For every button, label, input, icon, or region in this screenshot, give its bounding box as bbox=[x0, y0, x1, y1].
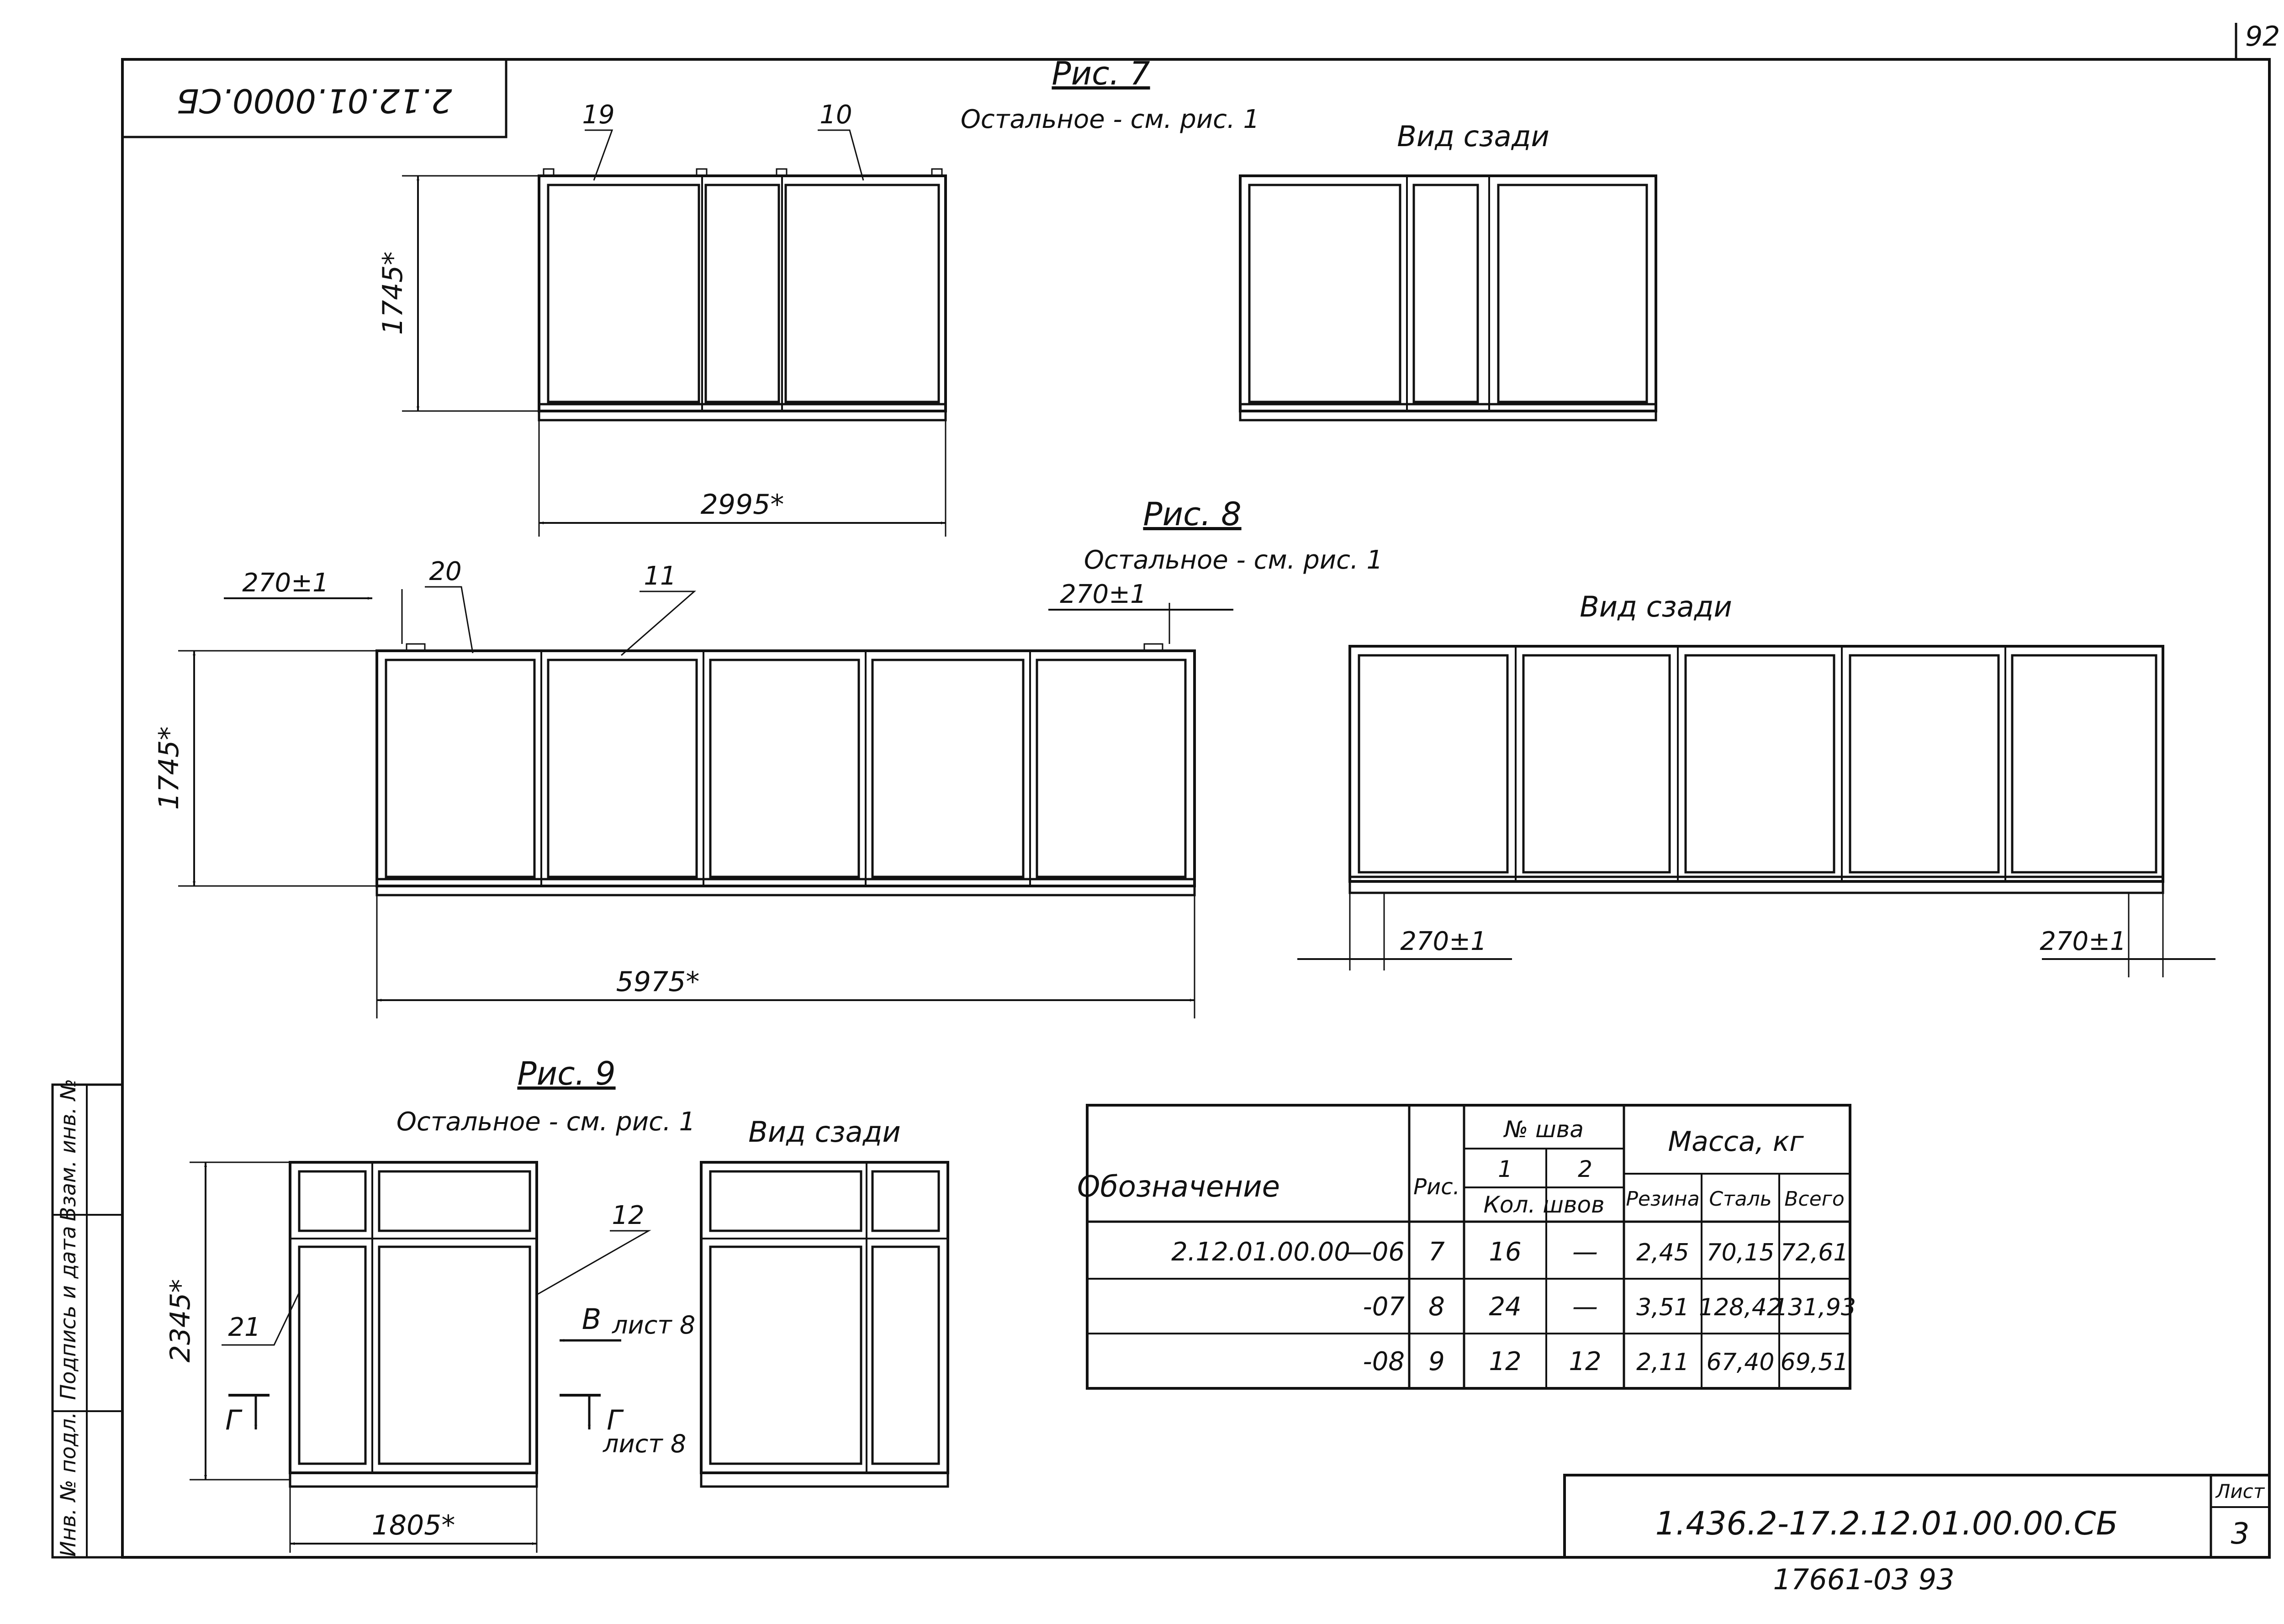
fig9-callout-21: 21 bbox=[228, 1313, 260, 1342]
th-seam-count: Кол. швов bbox=[1483, 1192, 1604, 1218]
fig8-offset-left: 270±1 bbox=[242, 568, 328, 598]
cell-rubber: 3,51 bbox=[1636, 1294, 1689, 1321]
fig9-title: Рис. 9 bbox=[517, 1055, 615, 1092]
doc-code: 1.436.2-17.2.12.01.00.00.СБ bbox=[1655, 1505, 2118, 1542]
fig9-dims: 2345* 1805* 21 12 В лист 8 Г Г лист 8 bbox=[164, 1161, 695, 1553]
table-row: -07 8 24 — 3,51 128,42 131,93 bbox=[1363, 1292, 1856, 1322]
th-rubber: Резина bbox=[1626, 1187, 1699, 1211]
fig9-callout-12: 12 bbox=[612, 1201, 644, 1230]
fig7-front-view bbox=[538, 168, 947, 422]
cell-seam1: 12 bbox=[1489, 1347, 1521, 1376]
th-total: Всего bbox=[1784, 1187, 1844, 1211]
table-row: -08 9 12 12 2,11 67,40 69,51 bbox=[1363, 1347, 1849, 1376]
th-seam-no: № шва bbox=[1503, 1116, 1584, 1143]
fig8-dims: 1745* 5975* 270±1 270±1 20 11 bbox=[153, 557, 1233, 1018]
cell-designation: 2.12.01.00.00 bbox=[1171, 1237, 1350, 1267]
cell-fig: 8 bbox=[1428, 1292, 1445, 1322]
cell-rubber: 2,45 bbox=[1636, 1239, 1689, 1266]
fig9-view-b: В bbox=[582, 1302, 602, 1336]
fig9-section-g-left: Г bbox=[225, 1404, 243, 1436]
fig8-note: Остальное - см. рис. 1 bbox=[1084, 545, 1383, 575]
th-seam-2: 2 bbox=[1578, 1156, 1592, 1182]
fig8-front-view bbox=[375, 643, 1196, 896]
sheet-number: 3 bbox=[2231, 1517, 2250, 1551]
mass-table: Обозначение Рис. № шва 1 2 Кол. швов Мас… bbox=[1077, 1104, 1856, 1390]
cell-suffix: —06 bbox=[1347, 1237, 1405, 1267]
fig7-dims: 1745* 2995* 19 10 bbox=[377, 100, 946, 537]
fig8-callout-20: 20 bbox=[429, 557, 461, 586]
fig9-rear-title: Вид сзади bbox=[748, 1115, 901, 1149]
fig7-title: Рис. 7 bbox=[1052, 55, 1150, 92]
fig9-note: Остальное - см. рис. 1 bbox=[397, 1107, 695, 1137]
fig8-title: Рис. 8 bbox=[1143, 496, 1241, 533]
sheet-label: Лист bbox=[2215, 1480, 2265, 1503]
cell-seam2: 12 bbox=[1569, 1347, 1601, 1376]
fig7-rear-view: Вид сзади bbox=[1239, 120, 1657, 422]
th-seam-1: 1 bbox=[1498, 1156, 1512, 1182]
fig9-view-b-sheet: лист 8 bbox=[612, 1311, 695, 1339]
th-fig: Рис. bbox=[1413, 1174, 1460, 1200]
fig8-width-dim: 5975* bbox=[616, 966, 700, 998]
cell-fig: 9 bbox=[1428, 1347, 1445, 1376]
th-designation: Обозначение bbox=[1077, 1170, 1280, 1204]
rotated-code-box: 2.12.01.0000.СБ bbox=[121, 58, 508, 138]
fig9-front-view bbox=[289, 1161, 538, 1488]
fig9-rear-view: Вид сзади bbox=[700, 1115, 949, 1488]
stamp-replace-inv: Взам. инв. № bbox=[56, 1079, 80, 1221]
fig9-header: Рис. 9 Остальное - см. рис. 1 bbox=[397, 1055, 695, 1137]
cell-total: 72,61 bbox=[1781, 1239, 1849, 1266]
fig7-rear-title: Вид сзади bbox=[1397, 120, 1549, 153]
cell-fig: 7 bbox=[1428, 1237, 1445, 1267]
archive-number: 17661-03 93 bbox=[1773, 1563, 1954, 1596]
fig7-height-dim: 1745* bbox=[377, 252, 409, 335]
cell-total: 131,93 bbox=[1773, 1294, 1856, 1321]
fig9-section-g-right: Г bbox=[607, 1404, 624, 1436]
fig8-callout-11: 11 bbox=[644, 561, 676, 591]
cell-steel: 67,40 bbox=[1707, 1349, 1775, 1376]
fig7-width-dim: 2995* bbox=[701, 489, 784, 521]
th-mass: Масса, кг bbox=[1668, 1126, 1804, 1158]
fig8-height-dim: 1745* bbox=[153, 727, 185, 810]
cell-seam1: 24 bbox=[1489, 1292, 1521, 1322]
cell-steel: 70,15 bbox=[1707, 1239, 1775, 1266]
cell-suffix: -08 bbox=[1363, 1347, 1405, 1376]
cell-total: 69,51 bbox=[1781, 1349, 1849, 1376]
fig7-header: Рис. 7 Остальное - см. рис. 1 bbox=[961, 55, 1259, 134]
fig7-callout-10: 10 bbox=[819, 100, 852, 130]
stamp-inv-no: Инв. № подл. bbox=[56, 1412, 80, 1556]
fig8-rear-offset-left: 270±1 bbox=[1400, 927, 1486, 956]
fig8-offset-right: 270±1 bbox=[1060, 580, 1146, 609]
fig7-callout-19: 19 bbox=[582, 100, 614, 130]
th-steel: Сталь bbox=[1709, 1187, 1771, 1211]
cell-seam1: 16 bbox=[1489, 1237, 1521, 1267]
sheet-frame bbox=[121, 23, 2271, 1559]
cell-seam2: — bbox=[1572, 1292, 1598, 1322]
cell-suffix: -07 bbox=[1363, 1292, 1405, 1322]
fig7-note: Остальное - см. рис. 1 bbox=[961, 105, 1259, 134]
fig9-width-dim: 1805* bbox=[372, 1509, 455, 1541]
fig9-height-dim: 2345* bbox=[164, 1279, 196, 1363]
fig8-rear-view: Вид сзади bbox=[1348, 590, 2164, 894]
fig9-section-sheet: лист 8 bbox=[603, 1429, 686, 1458]
side-stamp: Инв. № подл. Подпись и дата Взам. инв. № bbox=[51, 1079, 124, 1559]
fig8-header: Рис. 8 Остальное - см. рис. 1 bbox=[1084, 496, 1383, 575]
fig8-rear-title: Вид сзади bbox=[1580, 590, 1732, 623]
page-mark: 92 bbox=[2245, 21, 2280, 53]
rotated-code: 2.12.01.0000.СБ bbox=[176, 81, 452, 120]
cell-steel: 128,42 bbox=[1699, 1294, 1782, 1321]
stamp-signature-date: Подпись и дата bbox=[56, 1226, 80, 1400]
table-row: 2.12.01.00.00 —06 7 16 — 2,45 70,15 72,6… bbox=[1171, 1237, 1848, 1267]
title-block: 1.436.2-17.2.12.01.00.00.СБ Лист 3 bbox=[1563, 1474, 2271, 1559]
fig8-rear-dims: 270±1 270±1 bbox=[1297, 893, 2215, 977]
fig8-rear-offset-right: 270±1 bbox=[2040, 927, 2126, 956]
cell-seam2: — bbox=[1572, 1237, 1598, 1267]
cell-rubber: 2,11 bbox=[1636, 1349, 1689, 1376]
